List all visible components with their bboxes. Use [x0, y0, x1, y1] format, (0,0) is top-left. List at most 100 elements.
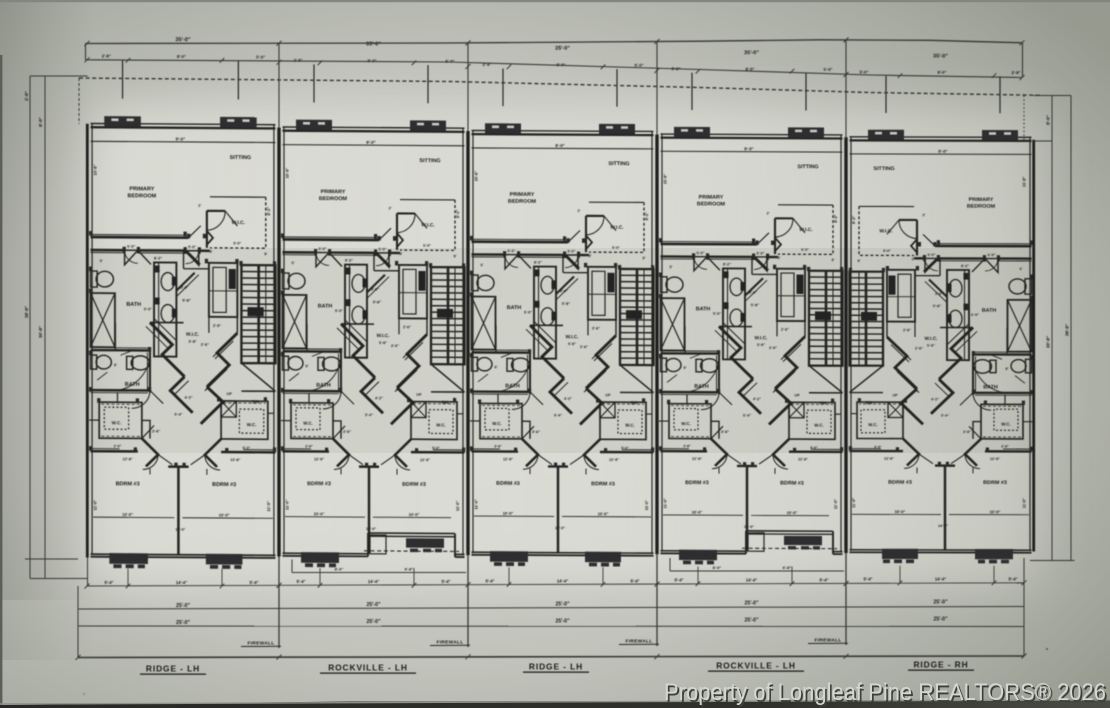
svg-text:BDRM #3: BDRM #3	[888, 480, 912, 486]
svg-text:5'-0": 5'-0"	[810, 446, 818, 450]
svg-text:5'-0": 5'-0"	[127, 245, 135, 249]
svg-text:12'-8": 12'-8"	[314, 457, 324, 461]
svg-text:5'-4": 5'-4"	[819, 578, 828, 583]
svg-text:W.C.: W.C.	[814, 423, 824, 428]
svg-text:10'-0": 10'-0"	[219, 513, 230, 518]
svg-text:W.I.C.: W.I.C.	[186, 332, 200, 338]
svg-text:BATH: BATH	[696, 306, 711, 312]
svg-text:11'-0": 11'-0"	[851, 498, 856, 508]
svg-text:2'-8": 2'-8"	[494, 445, 502, 449]
svg-text:5'-0": 5'-0"	[713, 312, 721, 316]
svg-text:9': 9'	[858, 259, 861, 263]
svg-text:8'-0": 8'-0"	[38, 117, 43, 127]
svg-text:5'-0": 5'-0"	[319, 247, 327, 251]
svg-text:12'-8": 12'-8"	[609, 458, 619, 462]
svg-text:3'-6": 3'-6"	[532, 430, 540, 434]
svg-text:W.I.C.: W.I.C.	[610, 225, 624, 231]
svg-text:BATH: BATH	[983, 385, 998, 391]
svg-text:DN: DN	[442, 400, 448, 405]
svg-text:14'-4": 14'-4"	[176, 580, 187, 585]
svg-text:DN: DN	[631, 400, 637, 405]
svg-text:9'-0": 9'-0"	[938, 149, 947, 154]
svg-text:BEDROOM: BEDROOM	[319, 196, 348, 202]
svg-text:BDRM #3: BDRM #3	[116, 481, 140, 487]
svg-text:3'-0": 3'-0"	[749, 291, 757, 295]
svg-text:ROCKVILLE - LH: ROCKVILLE - LH	[328, 663, 408, 673]
svg-text:14'-4": 14'-4"	[368, 579, 379, 584]
svg-text:5'-8": 5'-8"	[568, 342, 576, 346]
svg-text:W.I.C.: W.I.C.	[924, 336, 937, 341]
svg-text:BDRM #3: BDRM #3	[307, 481, 331, 487]
svg-text:12'-8": 12'-8"	[230, 458, 240, 462]
svg-text:25'-0": 25'-0"	[933, 617, 948, 623]
svg-text:BATH: BATH	[507, 305, 522, 311]
svg-text:30'-8": 30'-8"	[38, 326, 43, 338]
svg-text:5'-0": 5'-0"	[524, 311, 532, 315]
svg-text:ROCKVILLE - LH: ROCKVILLE - LH	[716, 661, 796, 671]
svg-text:9'-0": 9'-0"	[176, 137, 186, 142]
svg-text:9'-0": 9'-0"	[744, 146, 753, 151]
svg-text:10'-0": 10'-0"	[598, 511, 609, 516]
svg-text:5'-0": 5'-0"	[988, 253, 996, 257]
svg-text:2'-6": 2'-6"	[592, 327, 600, 331]
svg-text:14'-4": 14'-4"	[557, 578, 568, 583]
svg-text:5'-0": 5'-0"	[874, 445, 882, 449]
svg-text:12'-8": 12'-8"	[798, 457, 808, 461]
svg-text:9': 9'	[264, 252, 267, 256]
svg-text:8'-0": 8'-0"	[367, 58, 376, 63]
svg-text:5'-0": 5'-0"	[823, 67, 832, 72]
svg-text:UP: UP	[605, 393, 611, 397]
svg-text:3': 3'	[209, 250, 212, 254]
svg-text:11'-0": 11'-0"	[473, 499, 478, 510]
svg-text:5'-4": 5'-4"	[174, 413, 182, 417]
svg-text:2'-6": 2'-6"	[781, 328, 789, 332]
svg-text:W.I.C.: W.I.C.	[565, 334, 578, 340]
svg-text:BEDROOM: BEDROOM	[967, 204, 996, 210]
svg-text:14'-0": 14'-0"	[555, 526, 565, 530]
svg-text:8'-2": 8'-2"	[723, 263, 731, 267]
svg-text:5'-4": 5'-4"	[863, 577, 872, 582]
svg-text:PRIMARY: PRIMARY	[321, 189, 346, 195]
svg-text:35'-0": 35'-0"	[366, 41, 381, 47]
svg-text:W.I.C.: W.I.C.	[754, 335, 767, 341]
svg-text:35'-0": 35'-0"	[744, 50, 759, 56]
svg-text:2'-6": 2'-6"	[391, 344, 399, 348]
svg-text:2'-6": 2'-6"	[903, 328, 911, 332]
svg-text:25'-0": 25'-0"	[933, 600, 948, 606]
svg-text:2'-6": 2'-6"	[403, 325, 411, 329]
svg-text:11'-0": 11'-0"	[833, 499, 838, 509]
svg-text:6': 6'	[306, 364, 309, 368]
svg-text:6': 6'	[1006, 367, 1009, 371]
svg-text:W.I.C.: W.I.C.	[879, 228, 892, 234]
svg-text:5'-4": 5'-4"	[1008, 577, 1017, 582]
svg-text:38'-8": 38'-8"	[24, 306, 29, 318]
svg-text:10'-0": 10'-0"	[895, 509, 906, 514]
svg-text:RIDGE - LH: RIDGE - LH	[529, 662, 583, 672]
svg-text:RIDGE - LH: RIDGE - LH	[146, 664, 200, 674]
svg-text:5'-0": 5'-0"	[971, 313, 979, 317]
svg-text:3'-6": 3'-6"	[343, 430, 351, 434]
svg-text:5'-4": 5'-4"	[104, 580, 113, 585]
svg-text:W.C.: W.C.	[1001, 422, 1011, 427]
svg-text:2'-8": 2'-8"	[1001, 445, 1009, 449]
svg-text:11'-0": 11'-0"	[284, 499, 289, 510]
svg-text:2'-6": 2'-6"	[769, 346, 777, 350]
svg-text:5': 5'	[481, 263, 484, 267]
svg-text:SITTING: SITTING	[797, 164, 818, 170]
svg-text:2'-6": 2'-6"	[580, 345, 588, 349]
svg-text:10'-0": 10'-0"	[503, 511, 514, 516]
svg-text:12'-8": 12'-8"	[503, 457, 513, 461]
svg-text:DN: DN	[820, 400, 826, 405]
svg-text:15'-8": 15'-8"	[1021, 177, 1026, 188]
svg-text:3'-0": 3'-0"	[560, 289, 568, 293]
svg-text:W.C.: W.C.	[625, 423, 635, 428]
svg-text:BEDROOM: BEDROOM	[128, 193, 157, 199]
svg-text:25'-0": 25'-0"	[176, 620, 191, 626]
svg-text:25'-0": 25'-0"	[555, 618, 570, 624]
svg-text:BATH: BATH	[125, 382, 140, 388]
svg-text:5': 5'	[292, 261, 295, 265]
svg-text:5'-0": 5'-0"	[423, 244, 431, 248]
svg-text:4'-2": 4'-2"	[185, 396, 193, 400]
svg-text:2': 2'	[767, 211, 770, 215]
svg-text:3'-0": 3'-0"	[180, 286, 188, 290]
